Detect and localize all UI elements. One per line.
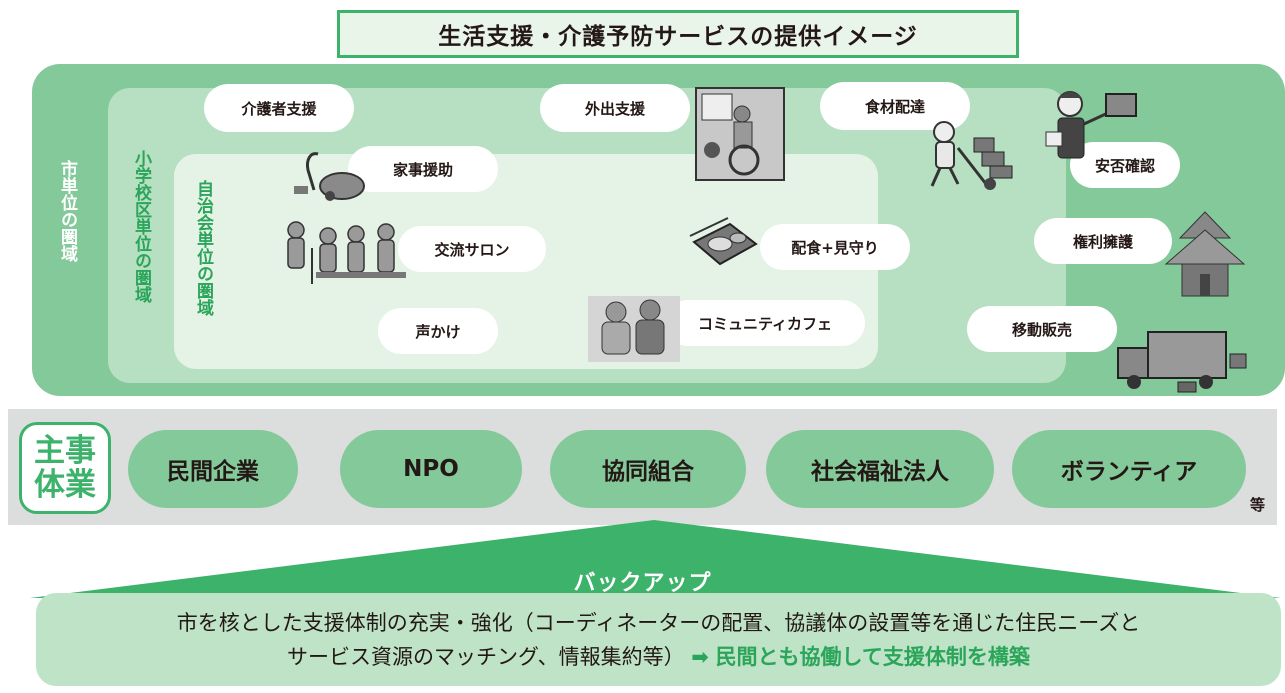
service-gaishutsu-shien: 外出支援	[540, 84, 690, 132]
actor-minkan-kigyo: 民間企業	[128, 430, 298, 508]
service-kaji-enjo: 家事援助	[348, 146, 498, 192]
backup-description: 市を核とした支援体制の充実・強化（コーディネーターの配置、協議体の設置等を通じた…	[36, 606, 1281, 674]
arrow-icon: ➡	[691, 645, 709, 669]
service-kaigosha-shien: 介護者支援	[204, 84, 354, 132]
page-title: 生活支援・介護予防サービスの提供イメージ	[337, 10, 1019, 58]
city-area-label: 市単位の圏域	[57, 160, 77, 262]
service-kenri-yogo: 権利擁護	[1034, 218, 1172, 264]
wheelchair-van-icon	[694, 84, 786, 184]
actor-band-label-line2: 体業	[34, 467, 96, 503]
delivery-truck-icon	[1114, 326, 1254, 396]
backup-description-box	[36, 593, 1281, 686]
actor-shakai-fukushi-hojin: 社会福祉法人	[766, 430, 994, 508]
actor-suffix: 等	[1250, 496, 1266, 514]
salesman-icon	[1040, 88, 1140, 170]
backup-description-line2-text: サービス資源のマッチング、情報集約等）	[287, 645, 685, 669]
backup-description-line2: サービス資源のマッチング、情報集約等） ➡ 民間とも協働して支援体制を構築	[36, 640, 1281, 674]
actor-band-label: 主事 体業	[19, 422, 111, 514]
cafe-people-icon	[588, 296, 680, 362]
bento-box-icon	[688, 216, 760, 270]
actor-kyodo-kumiai: 協同組合	[550, 430, 746, 508]
actor-band-label-line1: 主事	[34, 433, 96, 469]
vacuum-cleaner-icon	[280, 150, 370, 206]
school-area-label: 小学校区単位の圏域	[131, 150, 151, 303]
service-ido-hanbai: 移動販売	[967, 306, 1117, 352]
elderly-group-icon	[276, 218, 416, 288]
actor-volunteer: ボランティア	[1012, 430, 1246, 508]
service-haishoku-mimamori: 配食+見守り	[760, 224, 910, 270]
neighborhood-area-label: 自治会単位の圏域	[193, 180, 213, 316]
service-koekake: 声かけ	[378, 308, 498, 354]
service-koryu-salon: 交流サロン	[398, 226, 546, 272]
backup-description-line1: 市を核とした支援体制の充実・強化（コーディネーターの配置、協議体の設置等を通じた…	[176, 611, 1141, 635]
actor-npo: NPO	[340, 430, 522, 508]
backup-label: バックアップ	[573, 571, 712, 596]
castle-icon	[1160, 208, 1250, 300]
service-anpi-kakunin: 安否確認	[1070, 142, 1180, 188]
backup-emphasis: 民間とも協働して支援体制を構築	[715, 645, 1030, 669]
service-community-cafe: コミュニティカフェ	[665, 300, 865, 346]
delivery-person-icon	[920, 118, 1018, 192]
backup-triangle	[0, 520, 1285, 600]
